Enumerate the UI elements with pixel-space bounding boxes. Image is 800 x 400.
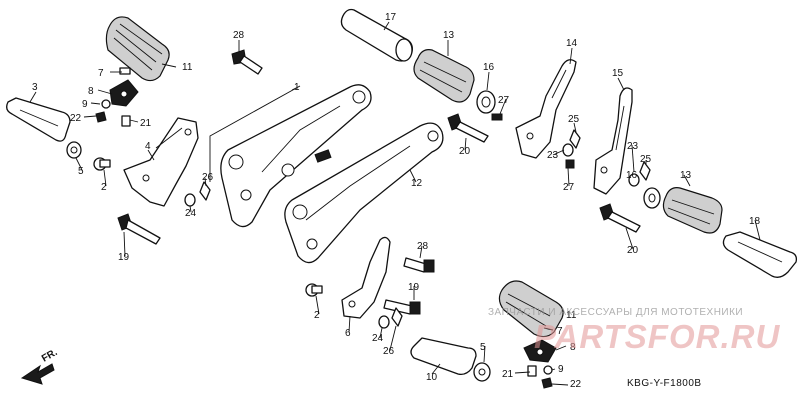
callout-27: 27	[498, 95, 510, 106]
footpeg-rubber-13-top	[413, 49, 475, 103]
rod-17	[340, 8, 413, 62]
callout-26: 26	[202, 172, 214, 183]
callout-28: 28	[233, 30, 245, 41]
pin-2-left	[93, 157, 111, 171]
bolt-28-top	[231, 49, 263, 75]
watermark-brand: PARTSFOR.RU	[534, 318, 781, 355]
callout-16: 16	[483, 62, 495, 73]
callout-13-right: 13	[680, 170, 692, 181]
washer-16-top	[476, 90, 496, 114]
bolt-20-top	[447, 113, 489, 143]
footpeg-rubber-11-lower	[498, 280, 564, 338]
footpeg-rubber-11-top	[105, 16, 170, 82]
callout-24-lower: 24	[372, 333, 384, 344]
callout-22-lower: 22	[570, 379, 582, 390]
footpeg-holder-8-top	[109, 67, 139, 107]
callout-9-lower: 9	[558, 364, 564, 375]
callout-22: 22	[70, 113, 82, 124]
heel-guard-18	[722, 231, 798, 278]
front-arrow	[20, 363, 55, 385]
bracket-15	[593, 87, 633, 195]
front-label: FR.	[40, 347, 60, 365]
hardware-23-25-right	[628, 161, 651, 187]
callout-15: 15	[612, 68, 624, 79]
leader-lines	[29, 21, 761, 386]
callout-2-lower: 2	[314, 310, 320, 321]
callout-5: 5	[78, 166, 84, 177]
washer-16-right	[643, 187, 661, 209]
footpeg-holder-8-lower	[523, 339, 557, 363]
callout-11: 11	[182, 62, 193, 73]
callout-3: 3	[32, 82, 38, 93]
bracket-14	[515, 59, 577, 159]
callout-6: 6	[345, 328, 351, 339]
pin-2-lower	[305, 283, 323, 297]
callout-8-lower: 8	[570, 342, 576, 353]
callout-7-lower: 7	[557, 326, 563, 337]
callout-2: 2	[101, 182, 107, 193]
callout-10: 10	[426, 372, 438, 383]
callout-7: 7	[98, 68, 104, 79]
callout-11-lower: 11	[566, 310, 577, 321]
callout-27-lower: 27	[563, 182, 575, 193]
bolt-28-lower	[403, 257, 435, 273]
pin-27-top	[491, 113, 503, 121]
callout-21: 21	[140, 118, 152, 129]
small-hardware-top-left	[95, 99, 131, 127]
callout-8: 8	[88, 86, 94, 97]
bracket-12	[284, 122, 444, 264]
bolt-20-right	[599, 203, 641, 233]
callout-16-right: 16	[626, 170, 638, 181]
callout-1: 1	[294, 82, 300, 93]
callout-18: 18	[749, 216, 761, 227]
bolt-19-lower	[383, 299, 421, 315]
callout-20-right: 20	[627, 245, 639, 256]
callout-21-lower: 21	[502, 369, 514, 380]
callout-4: 4	[145, 141, 151, 152]
watermark-tagline: ЗАПЧАСТИ И АКСЕССУАРЫ ДЛЯ МОТОТЕХНИКИ	[488, 307, 744, 318]
heel-guard-3	[6, 97, 71, 142]
callout-17: 17	[385, 12, 397, 23]
callout-5-lower: 5	[480, 342, 486, 353]
diagram-code: KBG-Y-F1800B	[627, 378, 702, 389]
callout-26-lower: 26	[383, 346, 395, 357]
callout-23-right: 23	[627, 141, 639, 152]
callout-19-lower: 19	[408, 282, 420, 293]
heel-guard-10	[410, 337, 477, 376]
callout-20: 20	[459, 146, 471, 157]
callout-14: 14	[566, 38, 578, 49]
footpeg-rubber-13-right	[662, 187, 723, 234]
callout-19: 19	[118, 252, 130, 263]
washer-5-left	[66, 141, 82, 159]
main-bracket-1	[220, 84, 372, 228]
washer-5-lower	[473, 362, 491, 382]
callout-9: 9	[82, 99, 88, 110]
callout-labels: 28 11 17 13 14 16 15 7 1 3 8 27 9 22 21 …	[32, 12, 761, 390]
callout-23: 23	[547, 150, 559, 161]
hardware-23-25-top	[562, 129, 581, 169]
small-hardware-lower	[527, 365, 553, 389]
bracket-4	[123, 117, 199, 207]
callout-28-lower: 28	[417, 241, 429, 252]
callout-13: 13	[443, 30, 455, 41]
hardware-24-26-lower	[378, 307, 403, 329]
callout-25: 25	[568, 114, 580, 125]
bolt-19-left	[117, 213, 161, 245]
bracket-6	[341, 236, 391, 319]
callout-25-right: 25	[640, 154, 652, 165]
callout-12: 12	[411, 178, 423, 189]
callout-24: 24	[185, 208, 197, 219]
